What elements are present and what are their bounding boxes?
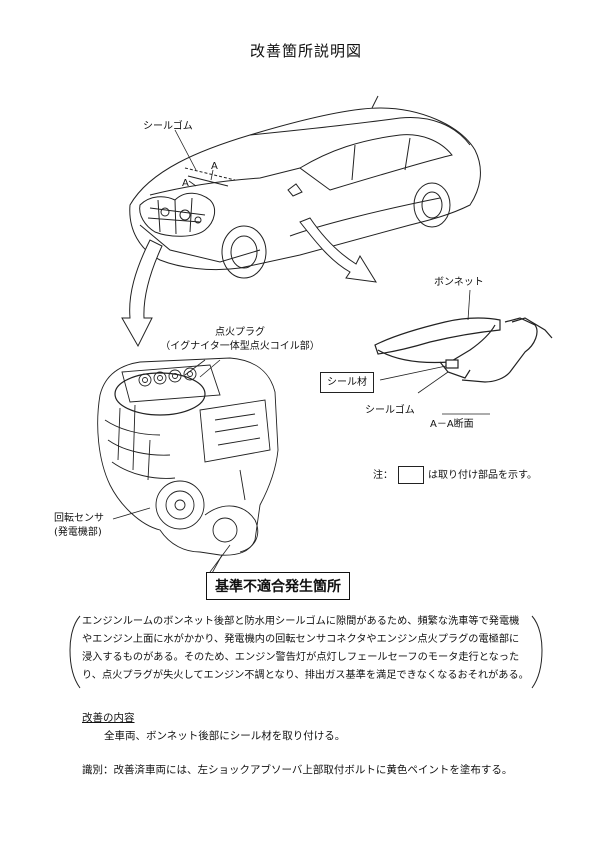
seal-rubber-label: シールゴム [143, 121, 193, 132]
seal-rubber-section-label: シールゴム [365, 405, 415, 416]
improvement-heading: 改善の内容 [82, 712, 135, 724]
section-marker-a-lower: A [182, 178, 189, 189]
description-line: り、点火プラグが失火してエンジン不調となり、排出ガス基準を満足できなくなるおそれ… [82, 670, 529, 681]
note-prefix: 注： [373, 470, 393, 481]
description-line: エンジンルームのボンネット後部と防水用シールゴムに隙間があるため、頻繁な洗車等で… [82, 616, 520, 627]
improvement-body: 全車両、ボンネット後部にシール材を取り付ける。 [104, 730, 346, 742]
description-line: やエンジン上面に水がかかり、発電機内の回転センサコネクタやエンジン点火プラグの電… [82, 634, 520, 645]
car-illustration [129, 95, 481, 279]
section-marker-a-upper: A [211, 161, 218, 172]
arrow-to-section [299, 217, 377, 283]
description-bracket [69, 615, 543, 689]
note-suffix: は取り付け部品を示す。 [428, 470, 537, 481]
page-title: 改善箇所説明図 [249, 42, 362, 60]
identification-text: 識別：改善済車両には、左ショックアブソーバ上部取付ボルトに黄色ペイントを塗布する… [82, 764, 513, 776]
rotation-sensor-label: 回転センサ [54, 513, 104, 524]
section-aa-label: A－A断面 [430, 419, 474, 430]
rotation-sensor-sub-label: (発電機部) [54, 527, 102, 538]
bonnet-label: ボンネット [434, 277, 484, 288]
seal-material-label: シール材 [320, 372, 374, 393]
spark-plug-label: 点火プラグ [215, 327, 265, 338]
spark-plug-sub-label: （イグナイタ一体型点火コイル部） [160, 341, 320, 352]
arrow-to-engine [121, 239, 163, 348]
engine-illustration [97, 357, 279, 556]
legend-box [398, 466, 424, 484]
nonconformity-location-label: 基準不適合発生箇所 [206, 572, 350, 600]
section-illustration [374, 317, 553, 383]
description-line: 浸入するものがある。そのため、エンジン警告灯が点灯しフェールセーフのモータ走行と… [82, 652, 520, 663]
description-paragraph: エンジンルームのボンネット後部と防水用シールゴムに隙間があるため、頻繁な洗車等で… [82, 613, 532, 685]
